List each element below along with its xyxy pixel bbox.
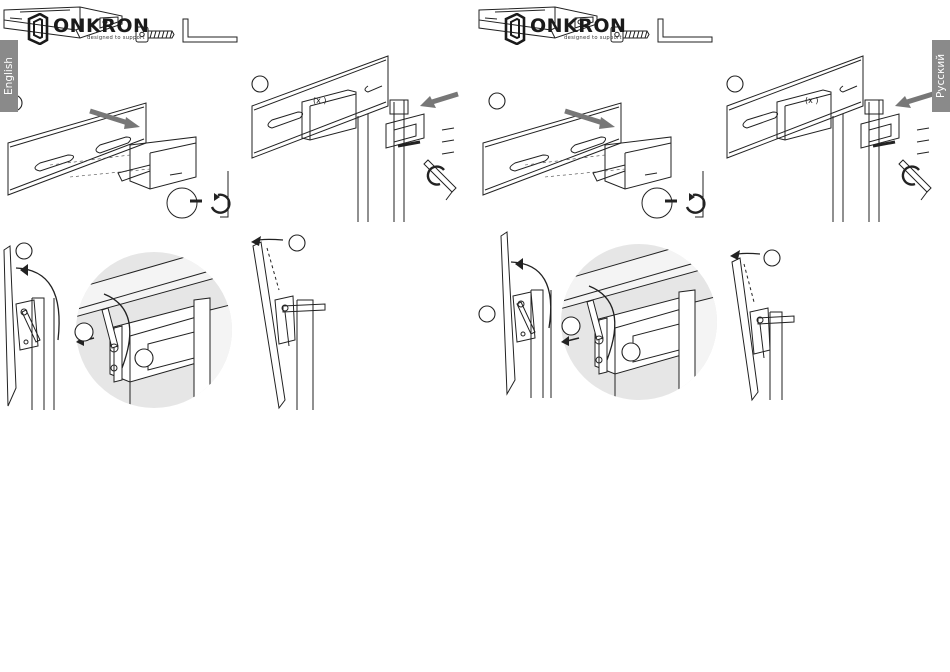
brand-tagline: designed to support	[87, 35, 149, 41]
step-4-badge-a	[562, 317, 580, 335]
step-1-illustration	[0, 85, 240, 225]
step-2-badge	[727, 76, 743, 92]
step-4-badge-b	[622, 343, 640, 361]
brand-name: ONKRON	[53, 15, 149, 37]
brand-logo: ONKRON designed to support	[503, 13, 626, 45]
step-4-zoom-illustration	[74, 250, 234, 410]
step-5-badge	[289, 235, 305, 251]
step-4-badge-b	[135, 349, 153, 367]
step-2-illustration	[244, 50, 469, 225]
step-1-badge	[489, 93, 505, 109]
hex-key-icon	[181, 17, 241, 45]
page-russian: Русский ONKRON designed to support	[475, 0, 950, 672]
language-tab-label: Русский	[935, 54, 947, 98]
step-3-badge	[479, 306, 495, 322]
bolt-quantity-label: (x )	[805, 96, 819, 105]
page-english: English ONKRON designed to support	[0, 0, 475, 672]
step-1-illustration	[475, 85, 715, 225]
brand-name: ONKRON	[530, 15, 626, 37]
onkron-logo-icon	[26, 13, 50, 45]
step-5-illustration	[724, 242, 814, 402]
step-5-illustration	[239, 230, 329, 410]
step-3-illustration	[0, 238, 70, 410]
step-2-badge	[252, 76, 268, 92]
step-4-badge-a	[75, 323, 93, 341]
brand-tagline: designed to support	[564, 35, 626, 41]
step-5-badge	[764, 250, 780, 266]
bolt-quantity-label: (x )	[313, 96, 327, 105]
step-4-zoom-illustration	[559, 242, 719, 402]
hex-key-icon	[656, 17, 716, 45]
brand-logo: ONKRON designed to support	[26, 13, 149, 45]
step-2-illustration	[719, 50, 944, 225]
onkron-logo-icon	[503, 13, 527, 45]
language-tab: English	[0, 40, 18, 112]
language-tab-label: English	[3, 57, 15, 95]
step-3-badge	[16, 243, 32, 259]
language-tab: Русский	[932, 40, 950, 112]
step-3-illustration	[475, 230, 555, 402]
